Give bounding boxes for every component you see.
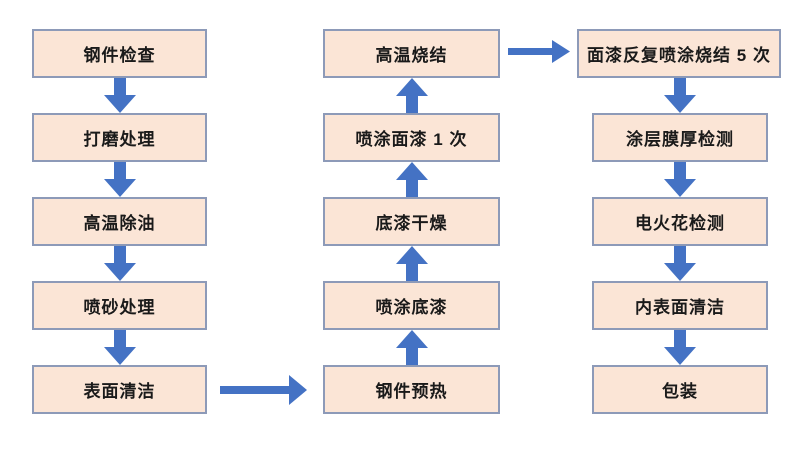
box-topcoat-repeat-sintering: 面漆反复喷涂烧结 5 次 [577,29,781,78]
box-primer-drying: 底漆干燥 [323,197,500,246]
box-steel-inspection: 钢件检查 [32,29,207,78]
box-grinding-treatment: 打磨处理 [32,113,207,162]
box-topcoat-spray-once: 喷涂面漆 1 次 [323,113,500,162]
box-steel-preheating: 钢件预热 [323,365,500,414]
arrow-down-icon [664,162,696,197]
arrow-down-icon [664,78,696,113]
arrow-down-icon [104,246,136,281]
box-inner-surface-cleaning: 内表面清洁 [592,281,768,330]
box-high-temp-degreasing: 高温除油 [32,197,207,246]
box-packaging: 包装 [592,365,768,414]
box-spark-test: 电火花检测 [592,197,768,246]
arrow-right-icon [220,375,307,405]
box-sandblasting: 喷砂处理 [32,281,207,330]
arrow-down-icon [104,330,136,365]
box-coating-thickness-test: 涂层膜厚检测 [592,113,768,162]
arrow-down-icon [664,246,696,281]
arrow-up-icon [396,78,428,113]
box-primer-spraying: 喷涂底漆 [323,281,500,330]
arrow-up-icon [396,162,428,197]
arrow-down-icon [104,162,136,197]
arrow-up-icon [396,246,428,281]
box-surface-cleaning: 表面清洁 [32,365,207,414]
box-high-temp-sintering: 高温烧结 [323,29,500,78]
arrow-right-icon [508,40,570,63]
arrow-down-icon [664,330,696,365]
arrow-down-icon [104,78,136,113]
arrow-up-icon [396,330,428,365]
